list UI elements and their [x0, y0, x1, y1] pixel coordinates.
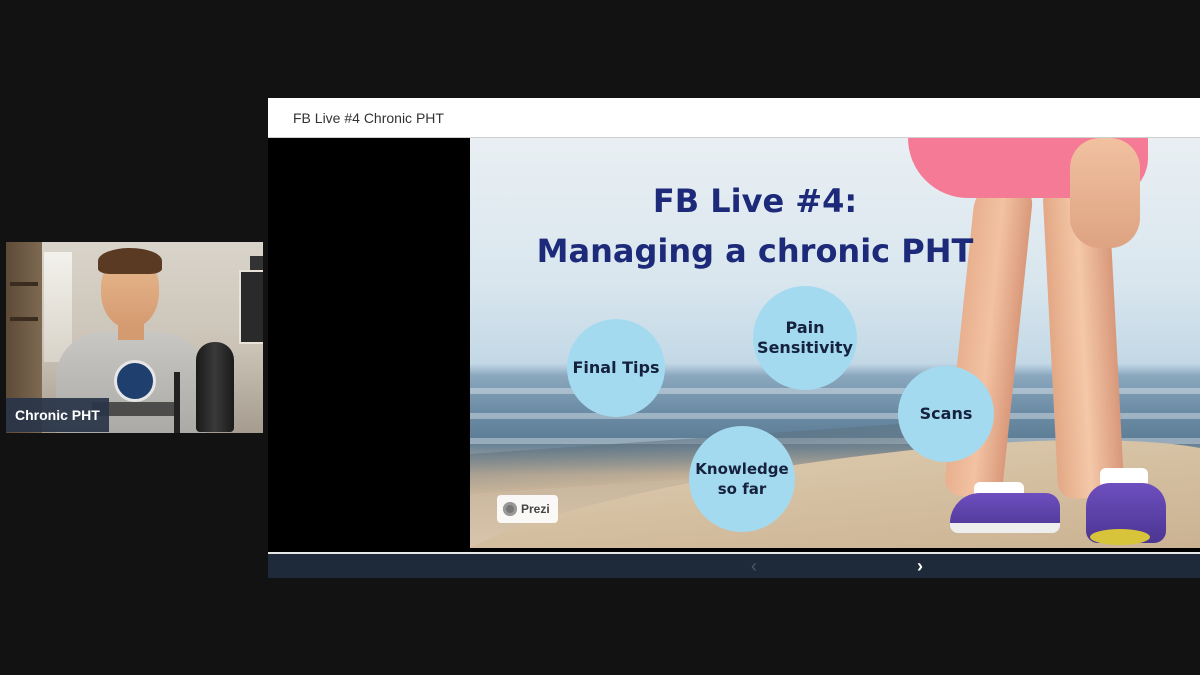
presenter-hair [98, 248, 162, 274]
slide-title: FB Live #4: Managing a chronic PHT [470, 176, 1040, 276]
wall-poster [239, 270, 263, 344]
topic-bubble-pain-sensitivity[interactable]: Pain Sensitivity [753, 286, 857, 390]
mic-arm [174, 372, 180, 433]
previous-slide-icon[interactable]: ‹ [751, 556, 757, 576]
presentation-slide[interactable]: FB Live #4: Managing a chronic PHT Final… [470, 138, 1200, 548]
hand-on-thigh [1070, 138, 1140, 248]
slide-title-line-2: Managing a chronic PHT [536, 232, 974, 270]
prezi-badge[interactable]: Prezi [497, 495, 558, 523]
webcam-tile [6, 242, 263, 433]
screen-share-window: FB Live #4 Chronic PHT FB Live #4: Manag… [268, 98, 1200, 578]
runner-legs-image [900, 138, 1200, 548]
presentation-nav-bar: ‹ › [268, 552, 1200, 578]
share-header: FB Live #4 Chronic PHT [268, 98, 1200, 138]
wave-line [470, 413, 1200, 419]
next-slide-icon[interactable]: › [917, 556, 923, 576]
letterbox-area [268, 138, 470, 548]
topic-bubble-knowledge[interactable]: Knowledge so far [689, 426, 795, 532]
wall-frame [250, 256, 263, 272]
share-title: FB Live #4 Chronic PHT [293, 110, 444, 126]
window [44, 252, 72, 362]
prezi-logo-icon [503, 502, 517, 516]
topic-bubble-scans[interactable]: Scans [898, 366, 994, 462]
right-shoe [1086, 483, 1166, 545]
participant-name-tag: Chronic PHT [6, 398, 109, 432]
left-shoe [950, 493, 1060, 533]
prezi-badge-label: Prezi [521, 502, 550, 516]
topic-bubble-final-tips[interactable]: Final Tips [567, 319, 665, 417]
microphone [196, 342, 234, 432]
shirt-logo [114, 360, 156, 402]
slide-title-line-1: FB Live #4: [652, 182, 858, 220]
wave-line [470, 388, 1200, 394]
shirt-print [92, 402, 178, 416]
